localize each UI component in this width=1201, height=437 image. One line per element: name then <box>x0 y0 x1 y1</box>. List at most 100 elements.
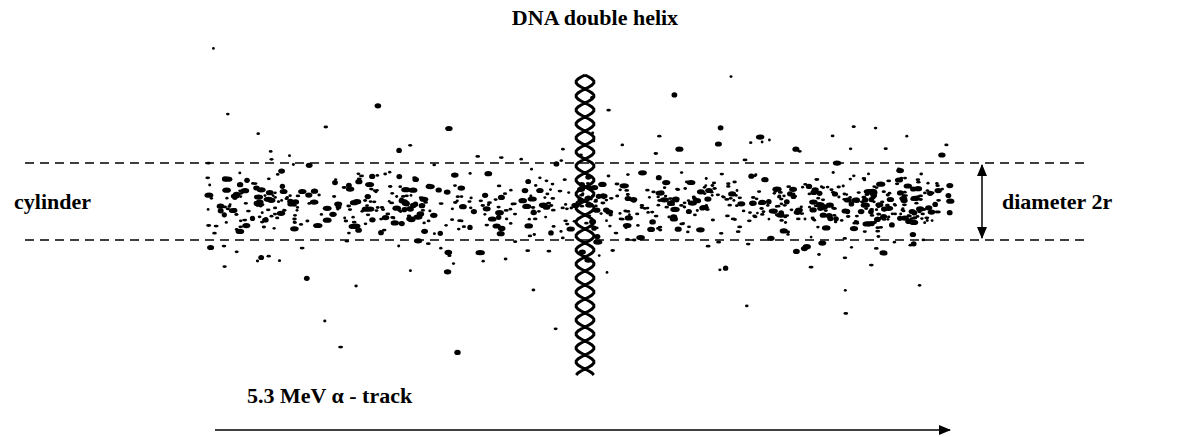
ionisation-dot <box>822 225 831 230</box>
ionisation-dot <box>273 207 277 210</box>
ionisation-dot <box>610 249 615 252</box>
ionisation-dot <box>332 180 338 185</box>
ionisation-dot <box>686 231 690 234</box>
ionisation-dot <box>768 218 771 221</box>
ionisation-dot <box>858 209 865 214</box>
ionisation-dot <box>896 168 904 173</box>
ionisation-dot <box>628 213 631 216</box>
ionisation-dot <box>518 198 527 203</box>
ionisation-dot <box>444 269 451 274</box>
ionisation-dot <box>390 216 395 219</box>
ionisation-dot <box>561 148 565 151</box>
ionisation-dot <box>222 212 227 217</box>
ionisation-dot <box>276 173 280 176</box>
ionisation-dot <box>946 183 953 188</box>
ionisation-dot <box>832 171 835 174</box>
ionisation-dot <box>548 230 554 235</box>
ionisation-dot <box>676 188 681 191</box>
ionisation-dot <box>503 192 507 195</box>
ionisation-dot <box>471 209 477 214</box>
ionisation-dot <box>205 176 210 179</box>
ionisation-dot <box>459 204 467 209</box>
ionisation-dot <box>768 139 771 142</box>
ionisation-dot <box>752 215 756 218</box>
ionisation-dot <box>893 213 897 216</box>
ionisation-dot <box>923 192 927 195</box>
ionisation-dot <box>483 213 486 216</box>
ionisation-dot <box>212 47 215 50</box>
ionisation-dot <box>715 141 722 146</box>
ionisation-dot <box>931 219 934 222</box>
ionisation-dot <box>497 225 500 228</box>
ionisation-dot <box>756 135 765 140</box>
ionisation-dot <box>412 177 419 182</box>
ionisation-dot <box>388 171 391 174</box>
ionisation-dot <box>897 190 904 195</box>
ionisation-dot <box>824 209 828 212</box>
ionisation-dot <box>388 185 392 188</box>
ionisation-dot <box>389 202 394 205</box>
ionisation-dot <box>426 242 431 245</box>
ionisation-dot <box>927 191 933 196</box>
ionisation-dot <box>829 188 833 191</box>
ionisation-dot <box>244 202 248 205</box>
ionisation-dot <box>234 213 238 216</box>
ionisation-dot <box>886 180 891 183</box>
ionisation-dot <box>918 284 922 287</box>
ionisation-dot <box>323 218 332 223</box>
ionisation-dot <box>262 226 266 229</box>
ionisation-dot <box>206 224 211 227</box>
ionisation-dot <box>270 158 274 161</box>
ionisation-dot <box>687 225 691 228</box>
ionisation-dot <box>811 217 815 220</box>
ionisation-dot <box>264 194 267 197</box>
ionisation-dot <box>352 221 357 224</box>
ionisation-dot <box>438 231 443 236</box>
ionisation-dot <box>882 190 886 193</box>
ionisation-dot <box>718 268 721 271</box>
ionisation-dot <box>484 171 492 176</box>
ionisation-dot <box>731 218 736 221</box>
ionisation-dot <box>793 195 796 198</box>
ionisation-dot <box>922 239 926 242</box>
ionisation-dot <box>497 231 505 236</box>
ionisation-dot <box>522 204 531 209</box>
ionisation-dot <box>722 196 726 199</box>
ionisation-dot <box>409 188 418 193</box>
ionisation-dot <box>912 217 917 220</box>
ionisation-dot <box>256 260 259 263</box>
ionisation-dot <box>804 218 807 221</box>
ionisation-dot <box>365 194 371 199</box>
ionisation-dot <box>798 150 802 153</box>
ionisation-dot <box>910 232 916 237</box>
ionisation-dot <box>751 196 755 199</box>
ionisation-dot <box>630 197 638 202</box>
ionisation-dot <box>607 175 611 178</box>
ionisation-dot <box>670 214 677 219</box>
ionisation-dot <box>936 190 939 193</box>
ionisation-dot <box>432 164 436 167</box>
ionisation-dot <box>397 245 400 248</box>
ionisation-dot <box>778 210 784 215</box>
ionisation-dot <box>558 190 563 193</box>
ionisation-dot <box>235 228 239 231</box>
ionisation-dot <box>946 199 954 204</box>
ionisation-dot <box>565 207 569 210</box>
ionisation-dot <box>671 203 675 206</box>
ionisation-dot <box>310 200 318 205</box>
ionisation-dot <box>280 189 288 194</box>
ionisation-dot <box>730 75 733 78</box>
ionisation-dot <box>531 210 537 215</box>
ionisation-dot <box>606 271 609 274</box>
ionisation-dot <box>664 195 667 198</box>
ionisation-dot <box>947 210 953 215</box>
ionisation-dot <box>668 197 673 200</box>
ionisation-dot <box>828 217 832 220</box>
ionisation-dot <box>679 204 684 207</box>
ionisation-dot <box>723 266 728 271</box>
ionisation-dot <box>543 196 546 199</box>
ionisation-dot <box>519 158 523 161</box>
ionisation-dot <box>549 188 552 191</box>
ionisation-dot <box>911 198 914 201</box>
ionisation-dot <box>687 199 690 202</box>
